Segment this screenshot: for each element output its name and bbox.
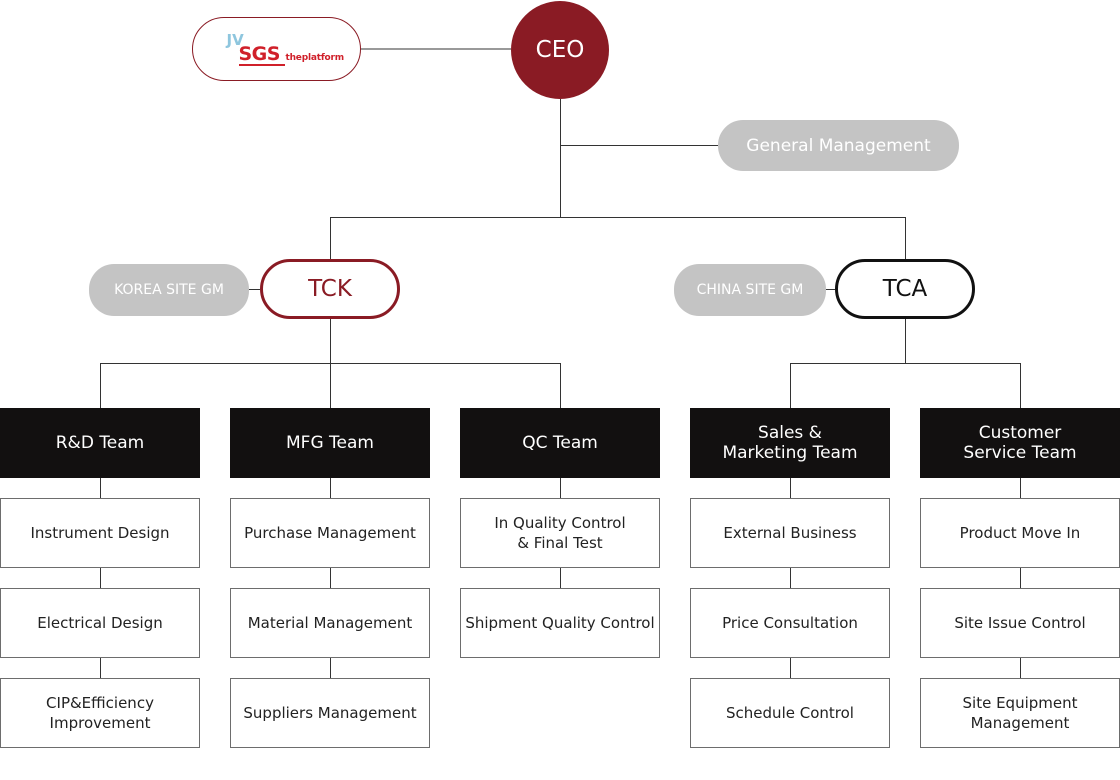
task-shipment-quality-control: Shipment Quality Control	[460, 588, 660, 658]
task-product-move-in: Product Move In	[920, 498, 1120, 568]
task-electrical-design: Electrical Design	[0, 588, 200, 658]
china-site-gm-node: CHINA SITE GM	[674, 264, 826, 316]
logo-underline	[238, 64, 285, 66]
team-customer-service: Customer Service Team	[920, 408, 1120, 478]
task-site-issue-control: Site Issue Control	[920, 588, 1120, 658]
team-mfg: MFG Team	[230, 408, 430, 478]
task-external-business: External Business	[690, 498, 890, 568]
team-qc: QC Team	[460, 408, 660, 478]
task-purchase-management: Purchase Management	[230, 498, 430, 568]
task-suppliers-management: Suppliers Management	[230, 678, 430, 748]
task-cip-efficiency: CIP&Efficiency Improvement	[0, 678, 200, 748]
team-rnd: R&D Team	[0, 408, 200, 478]
task-schedule-control: Schedule Control	[690, 678, 890, 748]
logo-sgs-text: SGS	[238, 43, 281, 65]
team-sales-marketing: Sales & Marketing Team	[690, 408, 890, 478]
tck-site-node: TCK	[260, 259, 400, 319]
task-in-quality-control: In Quality Control & Final Test	[460, 498, 660, 568]
tca-site-node: TCA	[835, 259, 975, 319]
task-site-equipment-management: Site Equipment Management	[920, 678, 1120, 748]
sgs-theplatform-logo: JV SGS theplatform	[217, 29, 344, 69]
task-instrument-design: Instrument Design	[0, 498, 200, 568]
task-material-management: Material Management	[230, 588, 430, 658]
task-price-consultation: Price Consultation	[690, 588, 890, 658]
logo-jv-text: JV	[226, 31, 244, 49]
logo-platform-text: theplatform	[285, 53, 345, 63]
ceo-node: CEO	[511, 1, 609, 99]
jv-partner-node: JV SGS theplatform	[192, 17, 361, 81]
korea-site-gm-node: KOREA SITE GM	[89, 264, 249, 316]
general-management-node: General Management	[718, 120, 959, 171]
